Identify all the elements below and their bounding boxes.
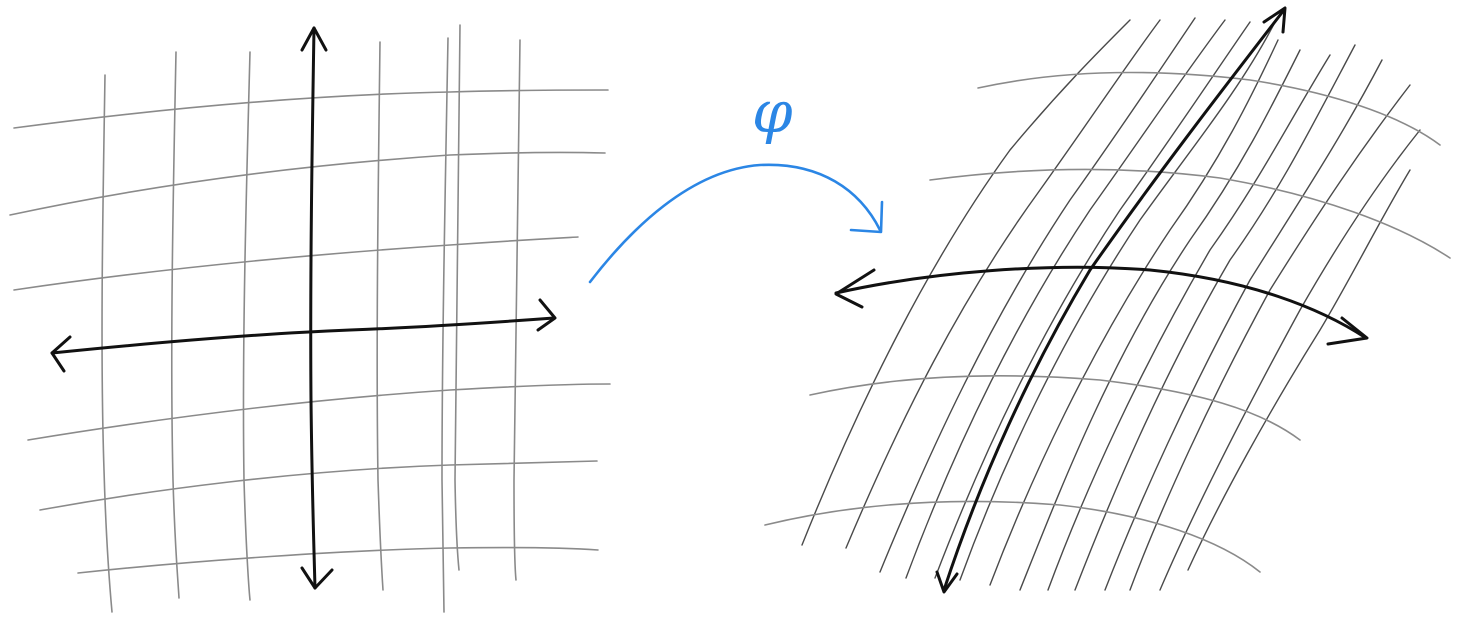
source-grid-horizontal-line [27,383,611,441]
target-grid-cross-lines [764,71,1451,573]
target-x-axis-left-arrowhead [834,268,876,309]
source-grid [9,24,611,613]
source-grid-vertical-line [242,51,251,601]
target-grid-curved-line [1129,84,1411,591]
target-grid-curved-line [934,21,1251,579]
target-grid-curved-line [989,39,1279,586]
target-grid-curved-line [1159,129,1421,591]
target-x-axis-right-arrowhead [1326,316,1369,346]
map-arrowhead-icon [849,200,884,234]
target-grid-curved-line [1104,59,1383,591]
source-grid-horizontal-line [13,236,579,291]
target-grid-curved-line [1047,54,1331,591]
source-x-axis [50,316,556,355]
target-grid-curved-line [845,19,1161,549]
target-axes [834,6,1369,594]
map-arrow [588,163,882,284]
source-grid-horizontal-line [9,151,606,216]
source-grid-vertical-line [441,37,449,613]
target-y-axis [942,8,1286,592]
target-grid-cross-line [764,500,1261,573]
source-grid-horizontal-line [77,546,599,574]
target-grid-cross-line [929,168,1451,259]
source-grid-horizontal-line [39,460,598,511]
source-y-axis-bottom-arrowhead [300,566,334,590]
map-arrow-group: φ [588,78,884,284]
map-label: φ [752,78,793,146]
target-grid-cross-line [809,375,1301,441]
source-grid-vertical-line [454,24,461,571]
source-y-axis [309,26,317,590]
target-y-axis-top-arrowhead [1262,6,1287,34]
target-grid [764,6,1451,594]
source-grid-horizontal-line [13,89,609,129]
target-grid-curved-line [1187,169,1411,571]
target-x-axis [834,265,1368,340]
source-grid-horizontal-lines [9,89,611,574]
target-grid-curved-line [1019,49,1301,591]
source-x-axis-right-arrowhead [536,298,557,332]
target-grid-curved-line [905,19,1226,579]
source-grid-vertical-line [101,74,113,613]
source-grid-vertical-line [376,41,384,591]
target-grid-cross-line [977,71,1441,146]
target-grid-curved-line [801,19,1131,546]
source-grid-vertical-line [513,39,521,581]
source-axes [50,26,557,590]
target-grid-curved-lines [801,17,1421,591]
source-grid-vertical-line [170,51,180,599]
source-x-axis-left-arrowhead [50,335,72,373]
target-y-axis-bottom-arrowhead [935,570,959,594]
target-grid-curved-line [879,17,1196,573]
source-y-axis-top-arrowhead [300,26,328,52]
target-grid-curved-line [1074,44,1356,591]
target-grid-curved-line [959,21,1276,581]
